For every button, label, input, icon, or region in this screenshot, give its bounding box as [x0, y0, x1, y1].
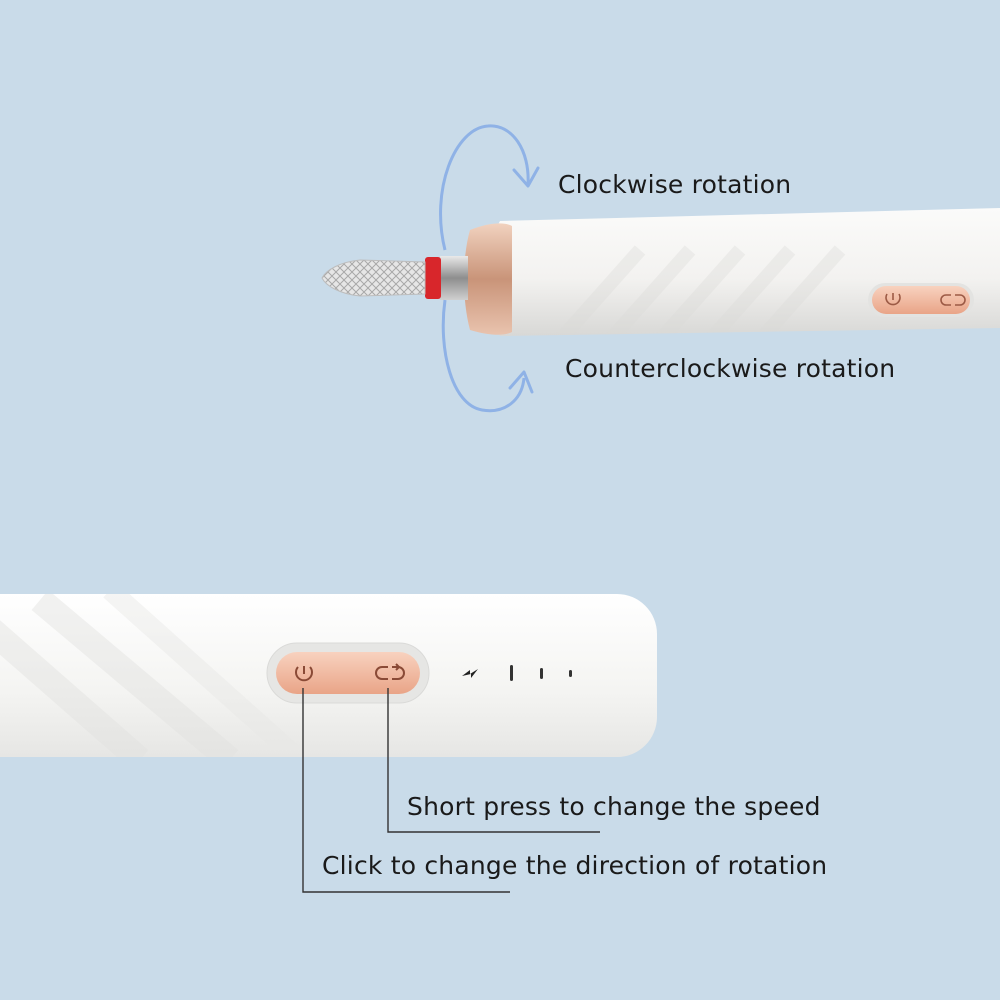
drill-bit	[321, 259, 426, 297]
body-texture	[554, 245, 846, 336]
rotate-direction-icon	[375, 663, 405, 680]
counterclockwise-label: Counterclockwise rotation	[565, 354, 896, 383]
arrow-head-cw	[512, 166, 540, 188]
speed-level-1	[569, 670, 572, 677]
leader-lines	[302, 688, 600, 893]
top-power-icon	[885, 293, 901, 306]
top-direction-icon	[940, 294, 966, 306]
arrow-head-ccw	[508, 370, 534, 394]
pen-closeup	[0, 594, 657, 757]
power-icon	[295, 666, 313, 682]
speed-level-3	[510, 665, 513, 681]
clockwise-label: Clockwise rotation	[558, 170, 792, 199]
red-collar	[425, 257, 441, 299]
rotation-arrow-front	[441, 299, 526, 413]
indicator-graphics	[462, 665, 572, 681]
rotation-arrow-back	[439, 124, 530, 251]
rose-gold-collar	[464, 223, 512, 335]
metal-shaft	[440, 256, 468, 300]
power-direction-button[interactable]	[284, 656, 324, 690]
closeup-texture	[0, 594, 307, 757]
speed-level-2	[540, 668, 543, 679]
indicator-panel	[456, 660, 586, 686]
button-pill	[276, 652, 420, 694]
click-direction-label: Click to change the direction of rotatio…	[322, 851, 828, 880]
speed-button[interactable]	[370, 656, 410, 690]
lightning-icon	[462, 669, 478, 678]
short-press-label: Short press to change the speed	[407, 792, 821, 821]
pen-top-view	[321, 124, 1000, 413]
